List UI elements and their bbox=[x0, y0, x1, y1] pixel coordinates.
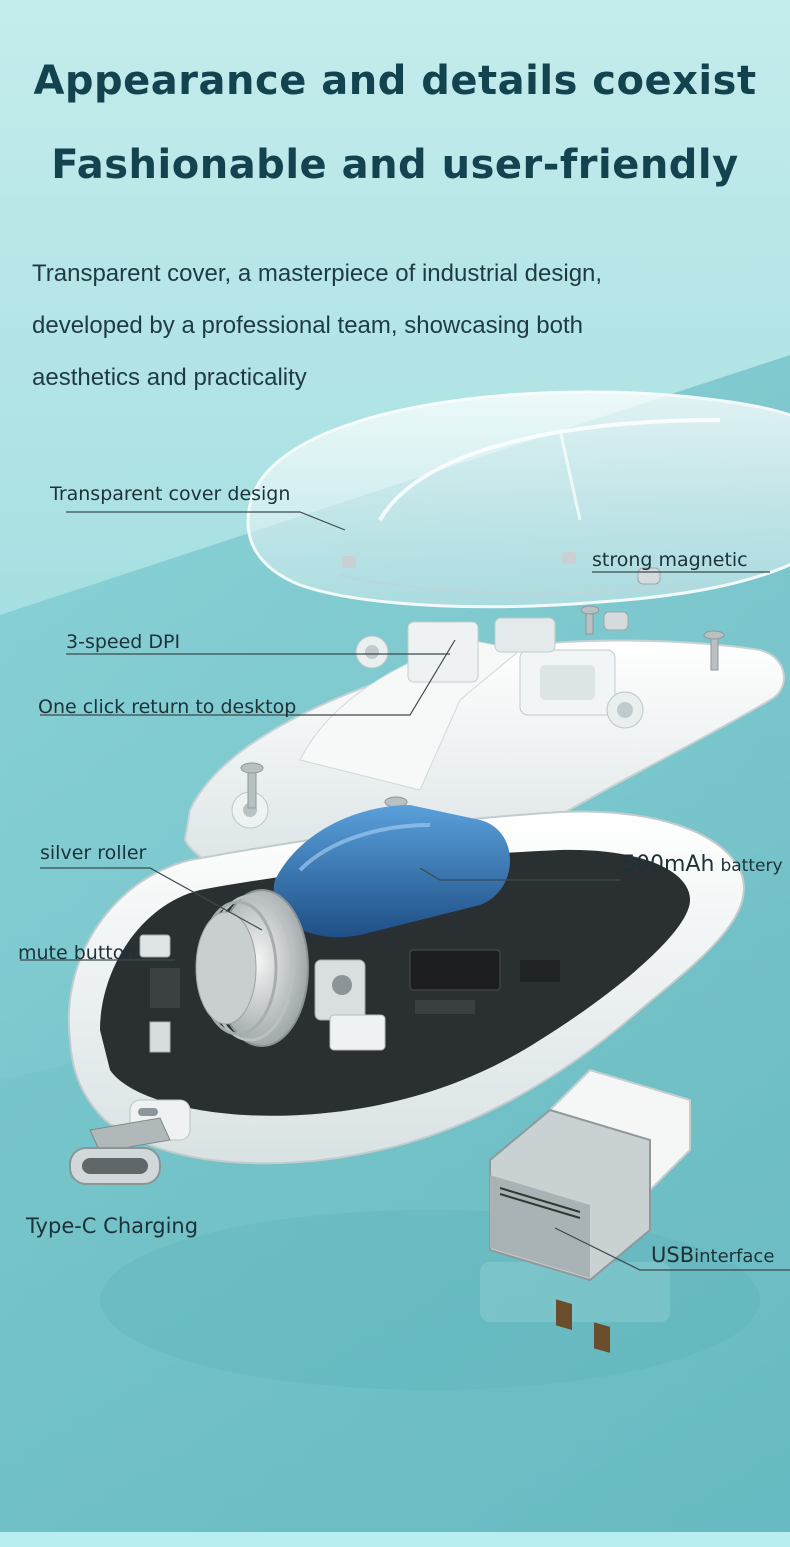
usb-receiver-illustration bbox=[489, 1068, 691, 1353]
transparent-cover bbox=[246, 390, 790, 609]
callout-strong-magnetic: strong magnetic bbox=[592, 549, 748, 571]
battery bbox=[273, 805, 510, 938]
callout-usb: USBinterface bbox=[651, 1243, 774, 1267]
intro-line-3: aesthetics and practicality bbox=[32, 364, 307, 391]
callout-silver-roller: silver roller bbox=[40, 842, 147, 864]
usb-main: USB bbox=[651, 1243, 695, 1267]
intro-line-2: developed by a professional team, showca… bbox=[32, 312, 584, 339]
headline-line-1: Appearance and details coexist bbox=[33, 58, 757, 104]
callout-dpi: 3-speed DPI bbox=[66, 631, 181, 653]
callout-battery: 500mAh battery bbox=[622, 852, 783, 877]
silver-roller bbox=[195, 889, 309, 1047]
intro-line-1: Transparent cover, a masterpiece of indu… bbox=[32, 260, 603, 287]
callout-type-c: Type-C Charging bbox=[26, 1214, 199, 1238]
bottom-shell bbox=[67, 805, 745, 1165]
callout-desktop: One click return to desktop bbox=[38, 696, 297, 718]
usb-sub: interface bbox=[694, 1246, 775, 1267]
battery-word: battery bbox=[720, 856, 783, 876]
callout-transparent-cover: Transparent cover design bbox=[50, 483, 291, 505]
battery-value: 500mAh bbox=[622, 852, 715, 877]
callout-mute-button: mute button bbox=[18, 942, 137, 964]
type-c-port-illustration bbox=[69, 1117, 171, 1185]
headline-line-2: Fashionable and user-friendly bbox=[51, 142, 739, 188]
intro-paragraph: Transparent cover, a masterpiece of indu… bbox=[32, 248, 752, 404]
